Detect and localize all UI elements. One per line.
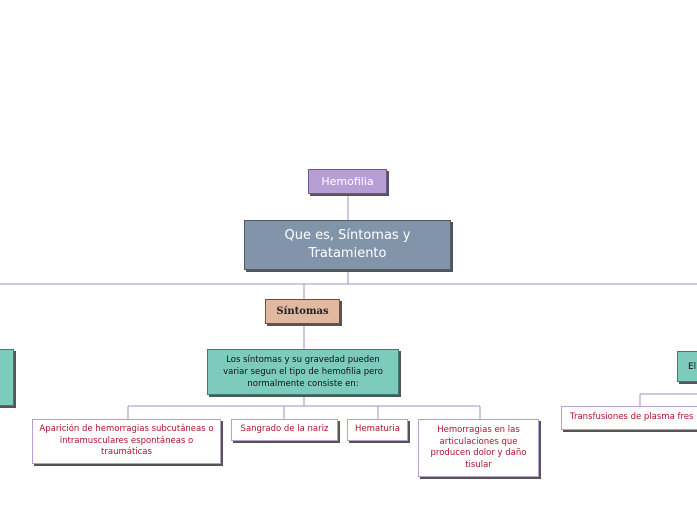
root-topic-hemofilia[interactable]: Hemofilia xyxy=(308,169,387,194)
symptom-hemorragias-articulaciones[interactable]: Hemorragias en las articulaciones que pr… xyxy=(418,419,539,477)
symptom-sangrado-nariz[interactable]: Sangrado de la nariz xyxy=(231,419,338,441)
sintomas-description[interactable]: Los síntomas y su gravedad pueden variar… xyxy=(207,349,399,395)
treatment-transfusiones-plasma[interactable]: Transfusiones de plasma fres xyxy=(561,406,697,430)
symptom-hematuria[interactable]: Hematuria xyxy=(347,419,408,441)
right-branch-topic[interactable]: El xyxy=(677,351,697,382)
left-branch-topic[interactable] xyxy=(0,349,14,406)
topic-sintomas[interactable]: Síntomas xyxy=(265,299,340,324)
symptom-hemorragias-subcutaneas[interactable]: Aparición de hemorragias subcutáneas o i… xyxy=(32,419,221,464)
central-topic[interactable]: Que es, Síntomas y Tratamiento xyxy=(244,220,451,270)
